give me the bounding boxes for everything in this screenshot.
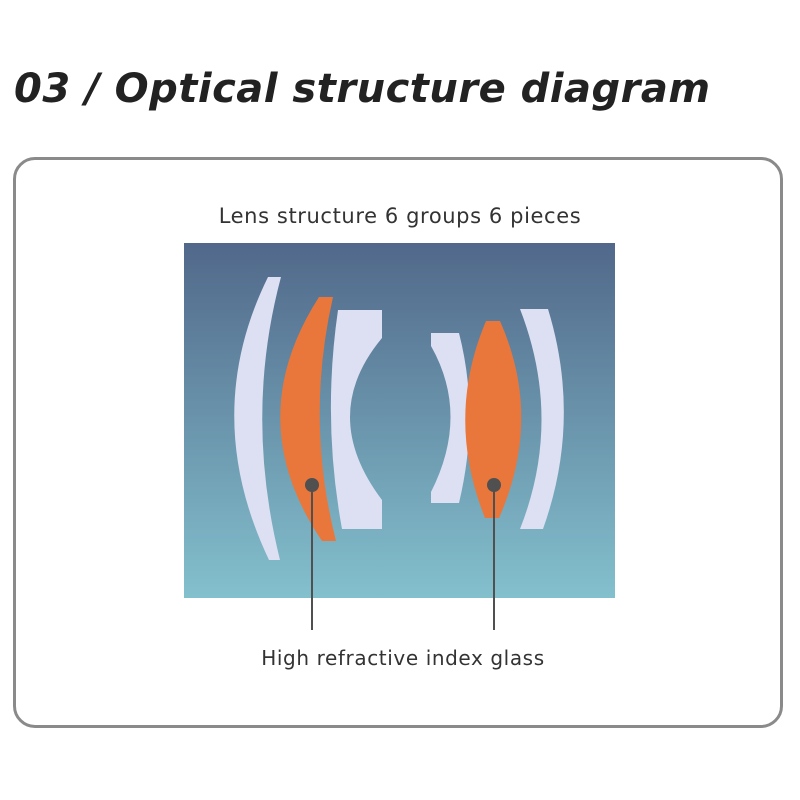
callout-dot-left — [305, 478, 319, 492]
callout-dot-right — [487, 478, 501, 492]
high-refractive-index-label: High refractive index glass — [261, 646, 545, 670]
lens-structure-label: Lens structure 6 groups 6 pieces — [218, 204, 582, 228]
lens-element-2-high-refractive — [280, 297, 336, 541]
lens-element-5-high-refractive — [465, 321, 522, 518]
lens-element-3 — [330, 310, 382, 529]
lens-element-1 — [234, 277, 281, 560]
lens-element-6 — [520, 309, 564, 529]
lens-element-4 — [431, 333, 470, 503]
page-heading: 03 / Optical structure diagram — [14, 66, 711, 112]
